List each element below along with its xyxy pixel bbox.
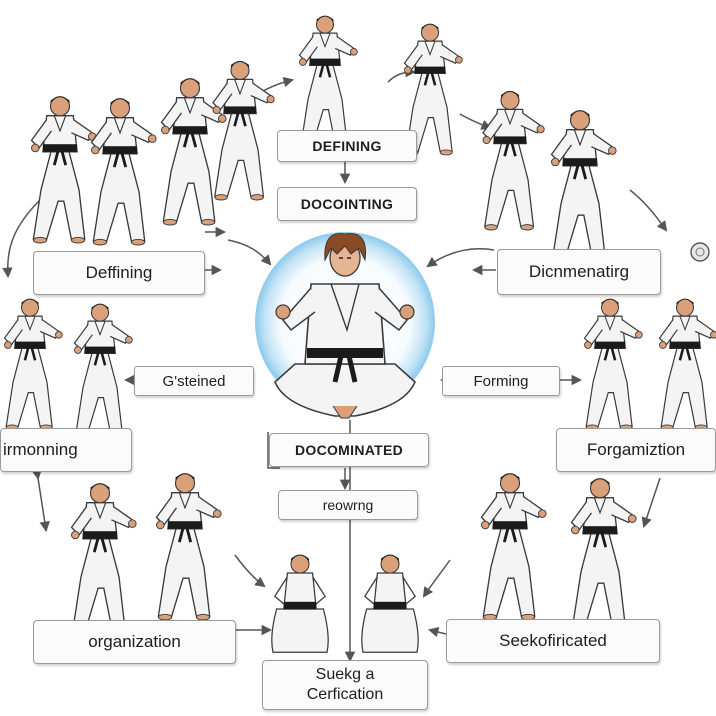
- label-right-forming: Forming: [442, 366, 560, 396]
- label-center-reowrng: reowrng: [278, 490, 418, 520]
- label-left-harmonizing: irmonning: [0, 428, 132, 472]
- label-bottom-organization: organization: [33, 620, 236, 664]
- label-left-defining: Deffining: [33, 251, 205, 295]
- medal-icon: [690, 242, 710, 262]
- label-left-gstained: G'steined: [134, 366, 254, 396]
- label-certification-line2: Cerfication: [306, 686, 384, 703]
- label-center-documented: DOCOMINATED: [269, 433, 429, 467]
- label-right-documenting: Dicnmenatirg: [497, 249, 661, 295]
- label-bottom-certification: Suekg a Cerfication: [262, 660, 428, 710]
- center-student-figure: [274, 233, 416, 419]
- label-certification-line1: Suekg a: [315, 666, 375, 683]
- label-right-organization: Forgamiztion: [556, 428, 716, 472]
- label-top-defining: DEFINING: [277, 130, 417, 162]
- label-bottom-seeking: Seekofiricated: [446, 619, 660, 663]
- label-top-documenting: DOCOINTING: [277, 187, 417, 221]
